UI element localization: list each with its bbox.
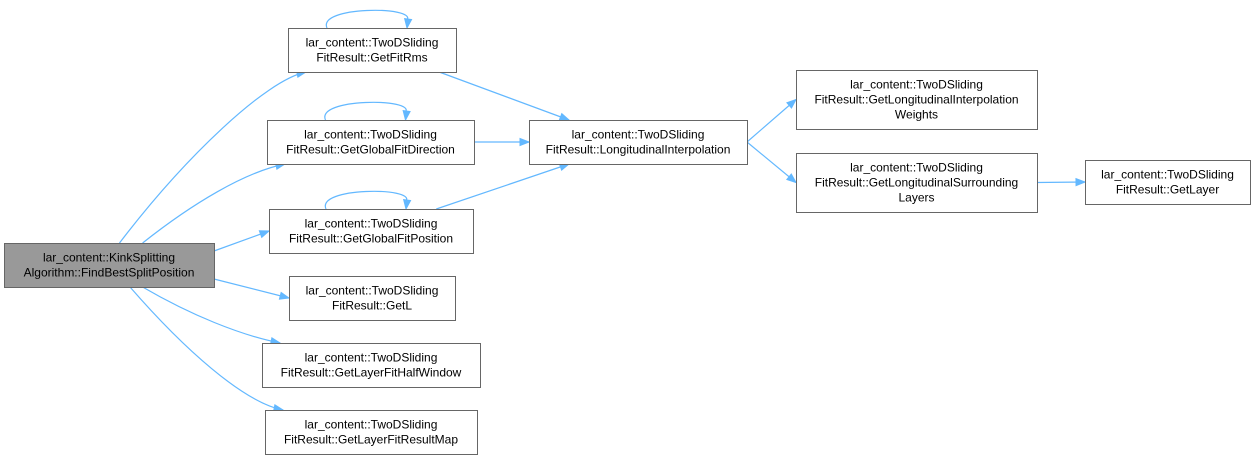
- node-get-longitudinal-interpolation-weights[interactable]: lar_content::TwoDSlidingFitResult::GetLo…: [796, 70, 1038, 130]
- node-label-line: FitResult::GetL: [332, 299, 412, 313]
- edge-line: [213, 230, 270, 252]
- edge-arrowhead: [519, 137, 531, 147]
- edge-get_global_fit_position-to-get_global_fit_position: [325, 190, 412, 211]
- node-label-line: lar_content::TwoDSliding: [1101, 168, 1234, 182]
- node-get-layer-fit-half-window[interactable]: lar_content::TwoDSlidingFitResult::GetLa…: [262, 343, 481, 388]
- edge-arrowhead: [278, 291, 291, 300]
- node-layer: lar_content::KinkSplittingAlgorithm::Fin…: [4, 28, 1251, 455]
- edge-arrowhead: [786, 98, 798, 109]
- node-get-global-fit-direction[interactable]: lar_content::TwoDSlidingFitResult::GetGl…: [267, 120, 475, 165]
- node-label-line: FitResult::GetLayerFitHalfWindow: [281, 366, 462, 380]
- node-label-line: lar_content::TwoDSliding: [305, 351, 438, 365]
- edge-get_fit_rms-to-longitudinal_interpolation: [438, 71, 571, 121]
- node-box: [262, 343, 481, 388]
- node-box: [796, 70, 1038, 130]
- edge-get_global_fit_position-to-longitudinal_interpolation: [436, 163, 571, 210]
- node-label-line: FitResult::GetFitRms: [316, 51, 427, 65]
- node-label-line: Weights: [895, 108, 938, 122]
- node-label-line: lar_content::TwoDSliding: [850, 161, 983, 175]
- self-loop-line: [326, 9, 408, 29]
- node-get-fit-rms[interactable]: lar_content::TwoDSlidingFitResult::GetFi…: [288, 28, 457, 73]
- edge-longitudinal_interpolation-to-get_longitudinal_surrounding_layers: [746, 141, 798, 184]
- node-label-line: Algorithm::FindBestSplitPosition: [24, 266, 195, 280]
- node-label-line: FitResult::GetGlobalFitPosition: [289, 232, 453, 246]
- node-box: [289, 276, 456, 321]
- edge-line: [129, 286, 284, 411]
- node-box: [267, 120, 475, 165]
- node-label-line: lar_content::KinkSplitting: [43, 251, 175, 265]
- node-label-line: FitResult::GetLayer: [1116, 183, 1219, 197]
- edge-line: [436, 163, 570, 210]
- node-get-layer-fit-result-map[interactable]: lar_content::TwoDSlidingFitResult::GetLa…: [265, 410, 478, 455]
- edge-line: [142, 163, 286, 244]
- node-box: [288, 28, 457, 73]
- edge-line: [213, 278, 290, 299]
- node-label-line: lar_content::TwoDSliding: [305, 217, 438, 231]
- edge-find_best_split-to-get_global_fit_position: [213, 230, 271, 252]
- self-loop-line: [325, 190, 407, 210]
- edge-find_best_split-to-get_layer_fit_result_map: [129, 286, 285, 413]
- self-loop-arrowhead: [403, 18, 413, 30]
- edge-get_global_fit_direction-to-longitudinal_interpolation: [474, 137, 531, 147]
- node-label-line: FitResult::LongitudinalInterpolation: [546, 143, 731, 157]
- node-get-longitudinal-surrounding-layers[interactable]: lar_content::TwoDSlidingFitResult::GetLo…: [796, 153, 1038, 213]
- edge-line: [746, 99, 797, 143]
- node-label-line: lar_content::TwoDSliding: [306, 284, 439, 298]
- edge-arrowhead: [1075, 177, 1087, 187]
- node-longitudinal-interpolation[interactable]: lar_content::TwoDSlidingFitResult::Longi…: [529, 120, 748, 165]
- edge-longitudinal_interpolation-to-get_longitudinal_interpolation_weights: [746, 98, 798, 143]
- node-label-line: lar_content::TwoDSliding: [305, 418, 438, 432]
- edge-line: [119, 71, 307, 244]
- node-box: [529, 120, 748, 165]
- edge-arrowhead: [258, 230, 271, 239]
- node-label-line: lar_content::TwoDSliding: [850, 78, 983, 92]
- node-label-line: lar_content::TwoDSliding: [304, 128, 437, 142]
- node-label-line: FitResult::GetLayerFitResultMap: [284, 433, 458, 447]
- edge-get_global_fit_direction-to-get_global_fit_direction: [324, 101, 411, 122]
- edge-arrowhead: [558, 112, 571, 121]
- edge-get_longitudinal_surrounding_layers-to-get_layer: [1036, 177, 1087, 187]
- node-get-global-fit-position[interactable]: lar_content::TwoDSlidingFitResult::GetGl…: [269, 209, 474, 254]
- node-box: [269, 209, 474, 254]
- self-loop-arrowhead: [402, 199, 412, 211]
- node-box: [4, 243, 215, 288]
- node-find-best-split[interactable]: lar_content::KinkSplittingAlgorithm::Fin…: [4, 243, 215, 288]
- node-label-line: lar_content::TwoDSliding: [306, 36, 439, 50]
- node-label-line: FitResult::GetLongitudinalSurrounding: [815, 176, 1018, 190]
- node-label-line: Layers: [898, 191, 934, 205]
- node-box: [1085, 160, 1251, 205]
- edge-find_best_split-to-get_layer_fit_half_window: [142, 286, 282, 346]
- node-get-layer[interactable]: lar_content::TwoDSlidingFitResult::GetLa…: [1085, 160, 1251, 205]
- edge-get_fit_rms-to-get_fit_rms: [326, 9, 413, 30]
- node-label-line: lar_content::TwoDSliding: [572, 128, 705, 142]
- node-box: [265, 410, 478, 455]
- self-loop-arrowhead: [402, 110, 411, 122]
- node-label-line: FitResult::GetGlobalFitDirection: [286, 143, 455, 157]
- edge-find_best_split-to-get_l: [213, 278, 291, 300]
- self-loop-line: [324, 101, 407, 121]
- edge-line: [438, 71, 570, 121]
- edge-arrowhead: [785, 173, 798, 184]
- node-box: [796, 153, 1038, 213]
- node-label-line: FitResult::GetLongitudinalInterpolation: [814, 93, 1018, 107]
- edge-line: [142, 286, 281, 344]
- edge-line: [746, 141, 797, 183]
